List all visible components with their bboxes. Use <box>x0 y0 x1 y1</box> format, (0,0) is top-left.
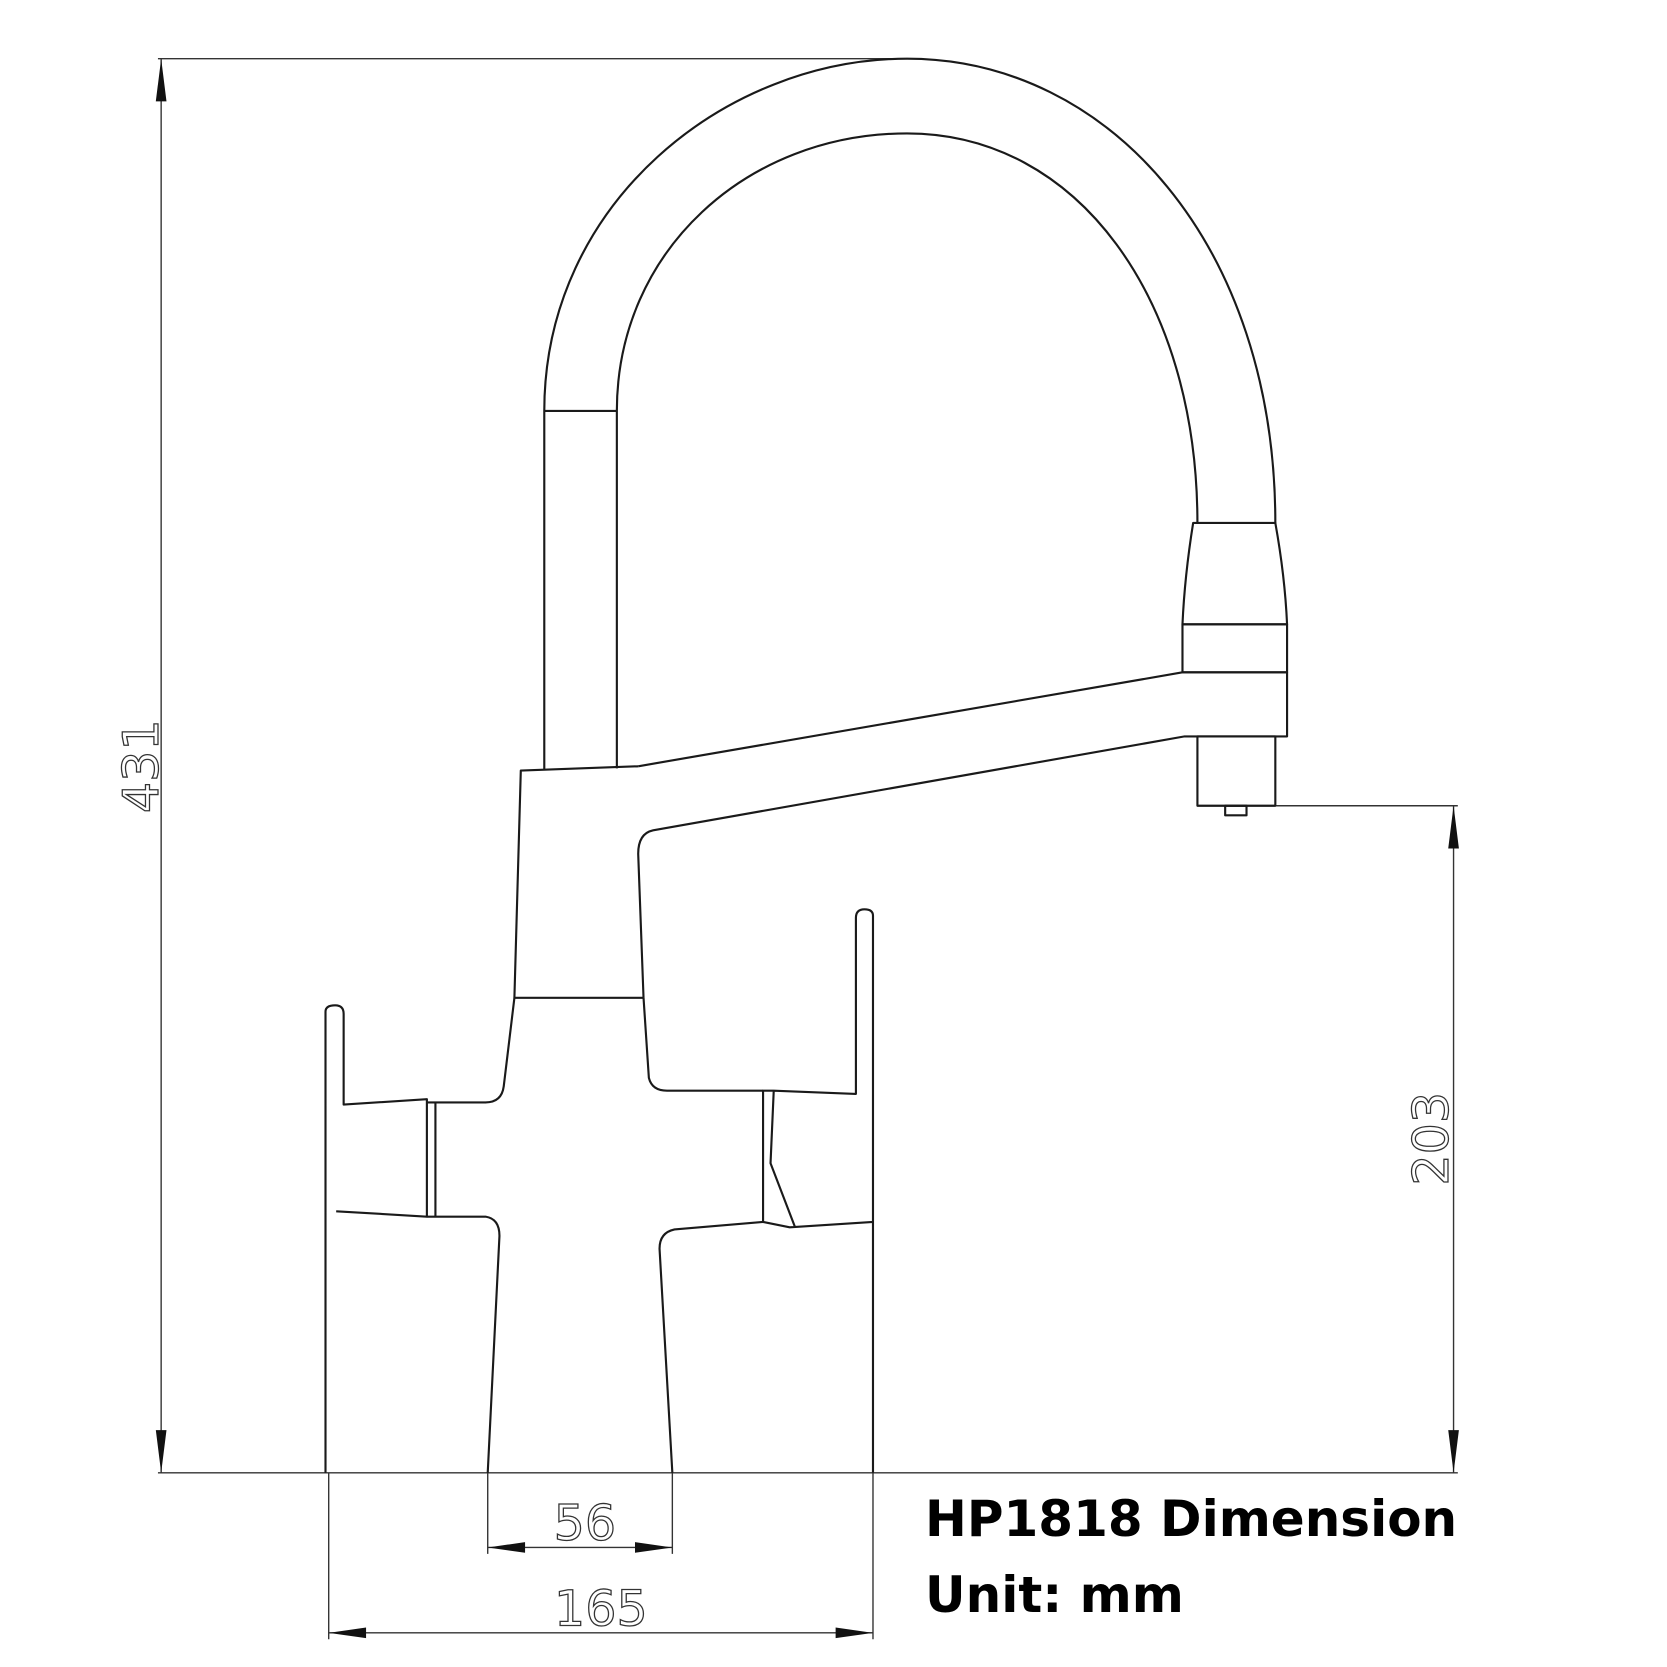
spout-arc-inner <box>615 132 1199 769</box>
spray-band <box>1181 623 1289 674</box>
faucet-outline <box>324 57 1289 1473</box>
dimension-label-203: 203 <box>1402 1092 1460 1186</box>
dimension-labels: 431 203 56 165 <box>111 719 1461 1638</box>
aerator <box>1196 735 1277 807</box>
spout-arc <box>543 57 1277 771</box>
unit-label: Unit: mm <box>925 1566 1184 1624</box>
arrow-down-icon <box>1448 1430 1459 1473</box>
left-handle <box>324 1004 437 1473</box>
spout-arm <box>637 671 1289 998</box>
dimension-label-165: 165 <box>554 1579 648 1637</box>
aerator-tip <box>1224 804 1248 817</box>
arrow-left-icon <box>328 1627 367 1639</box>
arrow-down-icon <box>155 1430 167 1473</box>
right-handle <box>761 908 875 1473</box>
dimension-lines <box>155 58 1459 1640</box>
body-upper <box>513 765 644 999</box>
drawing-title: HP1818 Dimension <box>925 1490 1458 1548</box>
arrow-up-icon <box>1448 805 1459 849</box>
spray-collar <box>1181 521 1289 626</box>
arrow-up-icon <box>155 58 167 102</box>
dimension-label-431: 431 <box>112 719 170 813</box>
body-center <box>426 997 764 1473</box>
arrow-right-icon <box>835 1627 873 1639</box>
arrow-right-icon <box>634 1542 673 1553</box>
dimension-label-56: 56 <box>554 1494 616 1552</box>
arrow-left-icon <box>487 1542 526 1553</box>
